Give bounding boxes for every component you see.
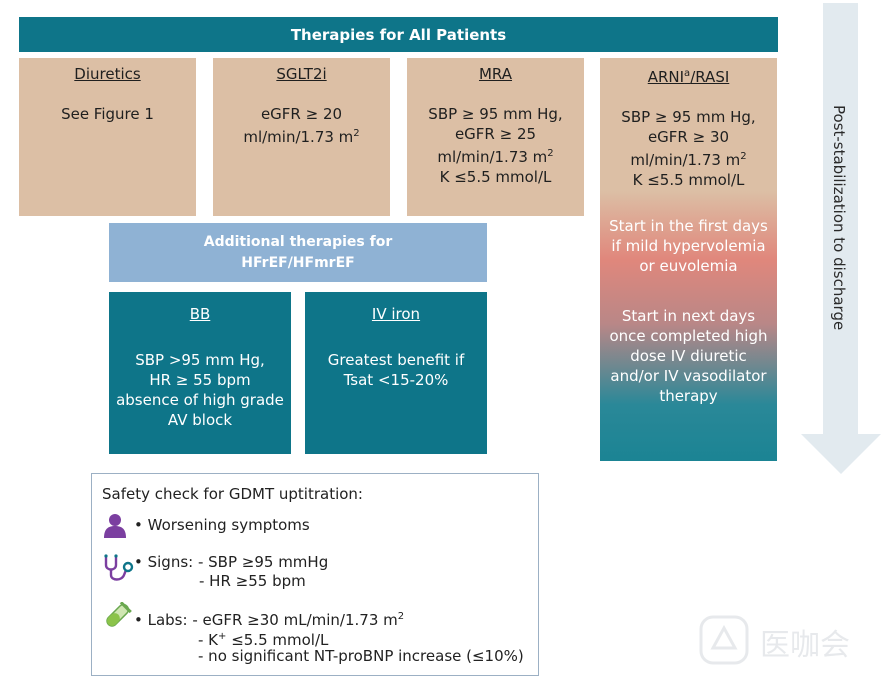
bb-criteria: SBP >95 mm Hg, HR ≥ 55 bpm absence of hi…: [116, 351, 284, 429]
person-icon: [102, 512, 128, 542]
arni-criteria: SBP ≥ 95 mm Hg, eGFR ≥ 30 ml/min/1.73 m2…: [600, 107, 777, 190]
diuretics-box: Diuretics See Figure 1: [19, 58, 196, 216]
diuretics-title: Diuretics: [74, 65, 141, 83]
post-stabilization-label: Post-stabilization to discharge: [830, 105, 848, 331]
mra-line4: K ≤5.5 mmol/L: [439, 168, 552, 186]
timeline-arrow-shaft: [823, 3, 858, 435]
arni-line3: ml/min/1.73 m2: [630, 151, 747, 169]
additional-therapies-header: Additional therapies for HFrEF/HFmrEF: [109, 223, 487, 282]
test-tube-icon: [102, 601, 132, 634]
arni-line4: K ≤5.5 mmol/L: [632, 171, 745, 189]
safety-heading: Safety check for GDMT uptitration:: [102, 485, 363, 503]
mra-line2: eGFR ≥ 25: [454, 125, 537, 143]
iv-iron-criteria: Greatest benefit if Tsat <15-20%: [327, 351, 465, 389]
signs-line1: • Signs: - SBP ≥95 mmHg: [134, 553, 329, 571]
timeline-arrow-head: [801, 434, 881, 474]
watermark-text: 医咖会: [760, 628, 850, 663]
sglt2i-title: SGLT2i: [276, 65, 327, 83]
sglt2i-line1: eGFR ≥ 20: [260, 105, 343, 123]
stethoscope-icon: [102, 554, 136, 588]
all-patients-banner: Therapies for All Patients: [19, 17, 778, 52]
arni-start-next-days: Start in next days once completed high d…: [609, 307, 768, 405]
labs-line2: - K+ ≤5.5 mmol/L: [198, 631, 329, 649]
mra-line3: ml/min/1.73 m2: [437, 148, 554, 166]
additional-line2: HFrEF/HFmrEF: [241, 254, 355, 271]
mra-criteria: SBP ≥ 95 mm Hg, eGFR ≥ 25 ml/min/1.73 m2…: [407, 104, 584, 187]
watermark: 医咖会: [698, 610, 868, 670]
diuretics-body: See Figure 1: [61, 105, 154, 123]
bb-title: BB: [189, 305, 211, 323]
arni-start-first-days: Start in the first days if mild hypervol…: [609, 217, 768, 275]
watermark-logo-icon: [698, 614, 750, 670]
mra-title: MRA: [478, 65, 513, 83]
arni-line2: eGFR ≥ 30: [647, 128, 730, 146]
arni-rasi-box: ARNIa/RASI SBP ≥ 95 mm Hg, eGFR ≥ 30 ml/…: [600, 58, 777, 461]
mra-line1: SBP ≥ 95 mm Hg,: [428, 105, 563, 123]
sglt2i-line2: ml/min/1.73 m2: [243, 128, 360, 146]
sglt2i-box: SGLT2i eGFR ≥ 20 ml/min/1.73 m2: [213, 58, 390, 216]
signs-line2: - HR ≥55 bpm: [199, 572, 306, 590]
arni-line1: SBP ≥ 95 mm Hg,: [621, 108, 756, 126]
labs-line3: - no significant NT-proBNP increase (≤10…: [198, 647, 524, 665]
sglt2i-criteria: eGFR ≥ 20 ml/min/1.73 m2: [213, 104, 390, 147]
safety-check-box: Safety check for GDMT uptitration: • Wor…: [91, 473, 539, 676]
mra-box: MRA SBP ≥ 95 mm Hg, eGFR ≥ 25 ml/min/1.7…: [407, 58, 584, 216]
additional-line1: Additional therapies for: [203, 233, 393, 250]
worsening-symptoms: • Worsening symptoms: [134, 516, 310, 534]
iv-iron-title: IV iron: [371, 305, 421, 323]
arni-title: ARNIa/RASI: [647, 68, 730, 86]
bb-box: BB SBP >95 mm Hg, HR ≥ 55 bpm absence of…: [109, 292, 291, 454]
iv-iron-box: IV iron Greatest benefit if Tsat <15-20%: [305, 292, 487, 454]
labs-line1: • Labs: - eGFR ≥30 mL/min/1.73 m2: [134, 611, 405, 629]
